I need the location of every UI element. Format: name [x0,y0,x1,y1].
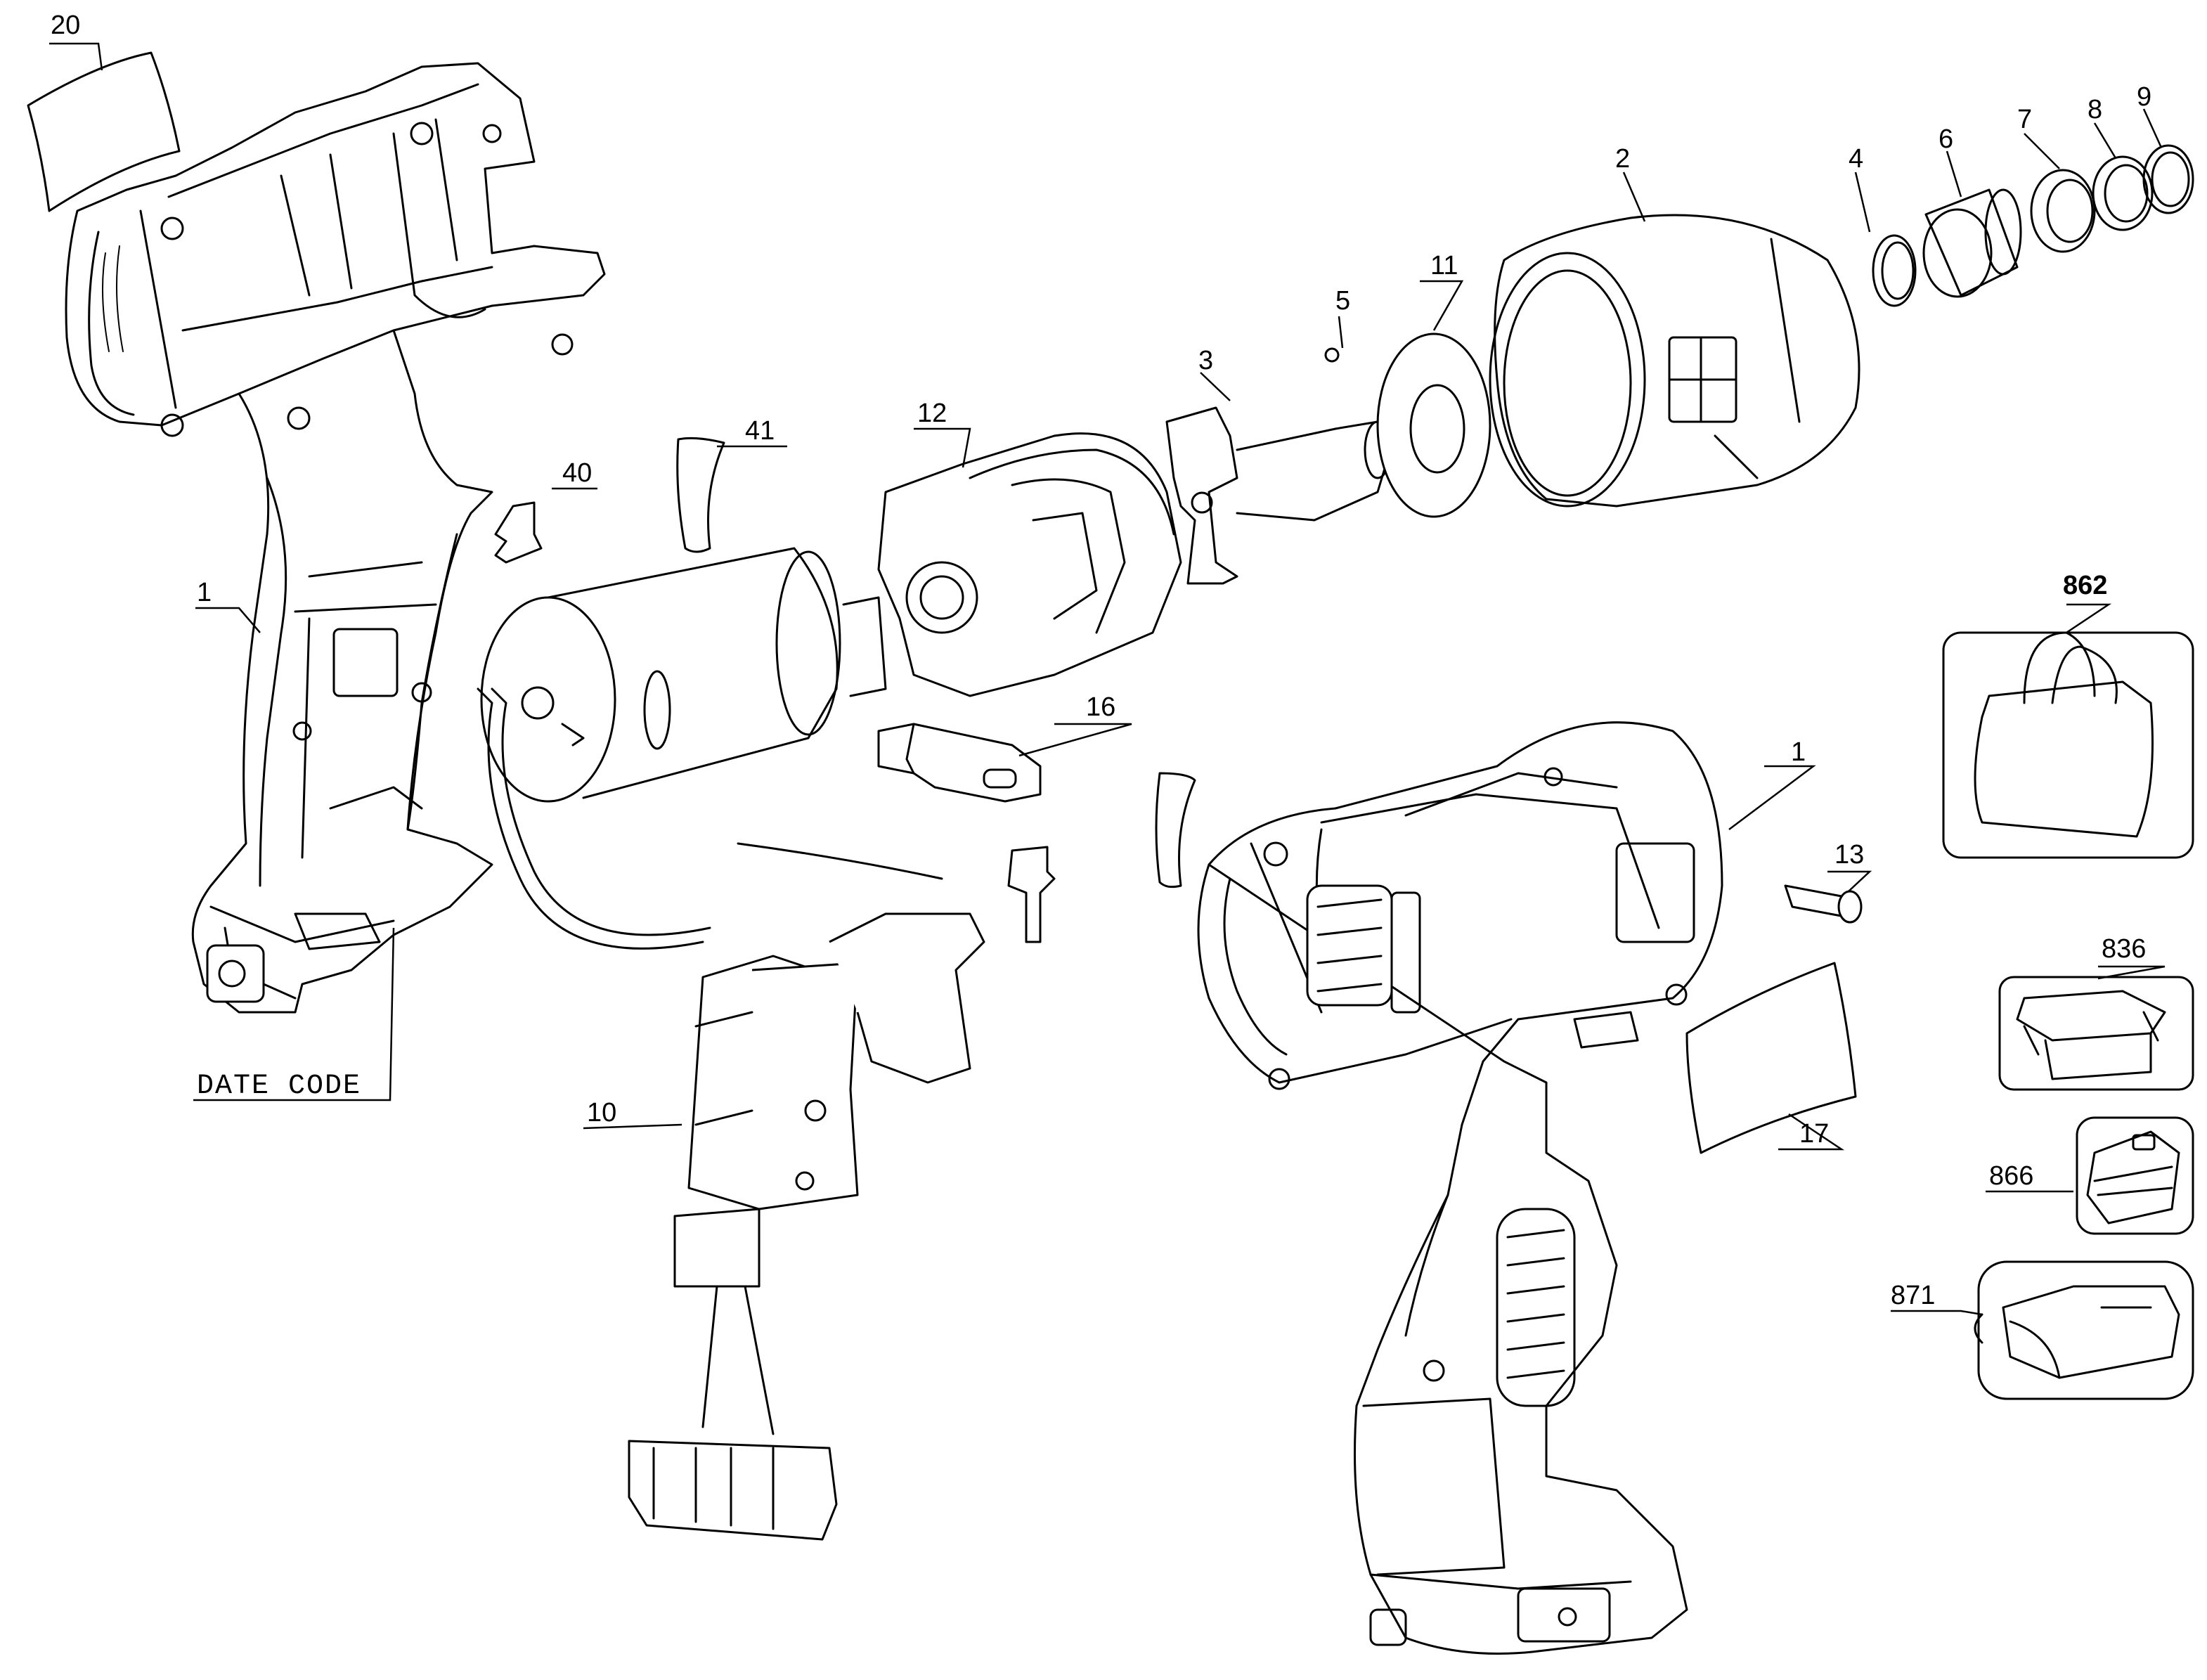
label-12: 12 [917,399,947,428]
label-41: 41 [745,416,775,446]
part-40-small-clip [1007,846,1056,943]
label-16: 16 [1086,692,1115,722]
label-4: 4 [1849,144,1863,174]
label-1-left: 1 [197,578,212,607]
label-836: 836 [2102,934,2146,964]
part-3-anvil [1165,406,1392,585]
leader-lines [49,42,2166,1316]
left-housing-half [27,51,606,1014]
part-10-switch [628,842,985,1541]
part-5-ball [1324,347,1340,363]
part-862-bag [1942,631,2194,859]
label-10: 10 [587,1098,616,1127]
part-6-sleeve [1922,188,2022,298]
label-20: 20 [51,11,80,40]
part-41-small-clip [1155,772,1196,889]
assembled-tool [1197,721,1723,1655]
part-836-case [1998,976,2194,1091]
label-862: 862 [2063,571,2107,600]
part-40 [494,501,543,564]
part-17-label [1685,962,1857,1154]
label-17: 17 [1799,1119,1829,1149]
label-1-right: 1 [1791,737,1806,767]
label-6: 6 [1939,124,1953,154]
label-7: 7 [2017,105,2032,134]
label-2: 2 [1615,144,1630,174]
label-866: 866 [1989,1161,2033,1191]
label-9: 9 [2137,82,2151,112]
part-4-ring [1872,234,1917,307]
label-8: 8 [2088,95,2102,124]
part-12-gear-housing [877,432,1182,697]
part-9-ring [2142,144,2194,214]
part-7-spring [2030,169,2096,253]
label-13: 13 [1834,840,1864,870]
part-871-charger [1974,1260,2194,1400]
part-8-ring [2092,155,2154,231]
part-41 [676,437,725,553]
label-11: 11 [1430,251,1458,280]
part-866-battery [2076,1116,2194,1235]
motor [477,547,887,950]
label-5: 5 [1335,286,1350,316]
part-13-screw [1784,884,1863,924]
label-date-code: DATE CODE [197,1071,361,1102]
part-11-washer [1376,332,1491,518]
label-40: 40 [562,458,592,488]
part-2-nose-cover [1489,214,1860,508]
label-3: 3 [1198,346,1213,375]
label-871: 871 [1891,1281,1935,1310]
part-16-connector [877,723,1042,803]
